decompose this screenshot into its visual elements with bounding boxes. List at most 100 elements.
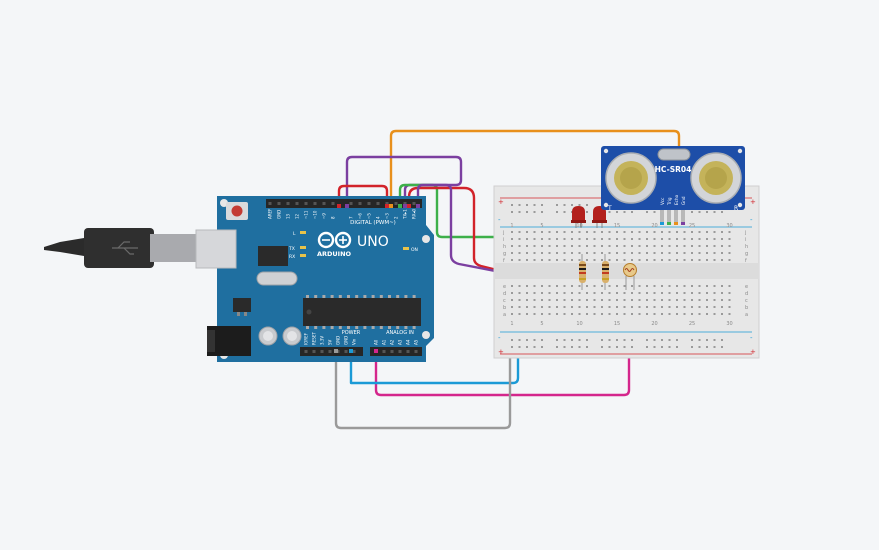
breadboard-hole[interactable]	[571, 259, 573, 261]
breadboard-hole[interactable]	[571, 245, 573, 247]
breadboard-hole[interactable]	[638, 313, 641, 315]
breadboard-hole[interactable]	[533, 292, 536, 294]
breadboard-hole[interactable]	[533, 313, 536, 315]
breadboard-hole[interactable]	[668, 245, 671, 247]
digital-pin-hole[interactable]	[286, 202, 290, 205]
breadboard-hole[interactable]	[683, 306, 686, 308]
breadboard-hole[interactable]	[676, 238, 678, 240]
breadboard-hole[interactable]	[706, 252, 708, 254]
breadboard-hole[interactable]	[668, 259, 671, 261]
breadboard-hole[interactable]	[601, 231, 603, 233]
breadboard-hole[interactable]	[578, 299, 581, 301]
breadboard-hole[interactable]	[706, 285, 708, 287]
rail-hole[interactable]	[721, 211, 723, 213]
breadboard-hole[interactable]	[578, 238, 581, 240]
breadboard-hole[interactable]	[653, 313, 656, 315]
rail-hole[interactable]	[578, 346, 581, 348]
rail-hole[interactable]	[646, 339, 648, 341]
breadboard-hole[interactable]	[571, 231, 573, 233]
breadboard-hole[interactable]	[653, 285, 656, 287]
analog-pin-hole[interactable]	[390, 350, 394, 353]
breadboard-hole[interactable]	[698, 259, 701, 261]
breadboard-hole[interactable]	[691, 252, 693, 254]
breadboard-hole[interactable]	[511, 231, 513, 233]
breadboard-hole[interactable]	[683, 259, 686, 261]
breadboard-hole[interactable]	[638, 299, 641, 301]
wire-red-top[interactable]	[337, 184, 389, 208]
breadboard-hole[interactable]	[638, 238, 641, 240]
rail-hole[interactable]	[518, 204, 521, 206]
breadboard-hole[interactable]	[586, 252, 588, 254]
breadboard-hole[interactable]	[638, 306, 641, 308]
analog-pin-hole[interactable]	[406, 350, 410, 353]
breadboard-hole[interactable]	[511, 313, 513, 315]
breadboard-hole[interactable]	[728, 238, 731, 240]
breadboard-hole[interactable]	[616, 245, 618, 247]
digital-pin-hole[interactable]	[322, 202, 326, 205]
breadboard-hole[interactable]	[571, 313, 573, 315]
breadboard-hole[interactable]	[616, 313, 618, 315]
digital-pin-hole[interactable]	[304, 202, 308, 205]
breadboard-hole[interactable]	[646, 231, 648, 233]
breadboard-hole[interactable]	[646, 252, 648, 254]
rail-hole[interactable]	[541, 204, 543, 206]
breadboard-hole[interactable]	[661, 231, 663, 233]
breadboard-hole[interactable]	[533, 299, 536, 301]
digital-pin-hole[interactable]	[358, 202, 362, 205]
breadboard-hole[interactable]	[623, 231, 626, 233]
rail-hole[interactable]	[571, 204, 573, 206]
rail-hole[interactable]	[511, 211, 513, 213]
digital-pin-hole[interactable]	[385, 202, 389, 205]
breadboard-hole[interactable]	[668, 231, 671, 233]
breadboard-hole[interactable]	[623, 252, 626, 254]
wire-blue-5v[interactable]	[349, 339, 520, 385]
breadboard-hole[interactable]	[683, 299, 686, 301]
breadboard-hole[interactable]	[631, 292, 633, 294]
breadboard-hole[interactable]	[608, 245, 611, 247]
breadboard-hole[interactable]	[563, 245, 566, 247]
analog-pin-hole[interactable]	[382, 350, 386, 353]
breadboard-hole[interactable]	[563, 259, 566, 261]
breadboard-hole[interactable]	[571, 238, 573, 240]
digital-pin-hole[interactable]	[403, 202, 407, 205]
breadboard-hole[interactable]	[631, 306, 633, 308]
digital-header[interactable]	[266, 199, 422, 208]
rail-hole[interactable]	[601, 339, 603, 341]
digital-pin-hole[interactable]	[268, 202, 272, 205]
breadboard-hole[interactable]	[668, 238, 671, 240]
breadboard-hole[interactable]	[533, 238, 536, 240]
rail-hole[interactable]	[571, 339, 573, 341]
breadboard-hole[interactable]	[713, 252, 716, 254]
breadboard-hole[interactable]	[593, 313, 596, 315]
rail-hole[interactable]	[713, 339, 716, 341]
breadboard-hole[interactable]	[653, 238, 656, 240]
rail-hole[interactable]	[653, 339, 656, 341]
breadboard-hole[interactable]	[706, 245, 708, 247]
breadboard-hole[interactable]	[631, 245, 633, 247]
breadboard-hole[interactable]	[541, 252, 543, 254]
breadboard-hole[interactable]	[593, 238, 596, 240]
breadboard-hole[interactable]	[601, 306, 603, 308]
rail-hole[interactable]	[698, 211, 701, 213]
breadboard-hole[interactable]	[631, 313, 633, 315]
breadboard-hole[interactable]	[511, 238, 513, 240]
photoresistor[interactable]	[623, 263, 637, 291]
breadboard-hole[interactable]	[683, 231, 686, 233]
breadboard-hole[interactable]	[691, 299, 693, 301]
breadboard-hole[interactable]	[571, 299, 573, 301]
breadboard-hole[interactable]	[661, 252, 663, 254]
power-pin-hole[interactable]	[328, 350, 332, 353]
wire-orange[interactable]	[389, 129, 681, 208]
breadboard-hole[interactable]	[706, 299, 708, 301]
breadboard-hole[interactable]	[616, 238, 618, 240]
breadboard-hole[interactable]	[548, 292, 551, 294]
breadboard-hole[interactable]	[601, 285, 603, 287]
digital-pin-hole[interactable]	[277, 202, 281, 205]
breadboard-hole[interactable]	[706, 306, 708, 308]
breadboard-hole[interactable]	[518, 259, 521, 261]
rail-hole[interactable]	[556, 204, 558, 206]
breadboard-hole[interactable]	[548, 285, 551, 287]
breadboard-hole[interactable]	[556, 306, 558, 308]
breadboard-hole[interactable]	[631, 299, 633, 301]
rail-hole[interactable]	[601, 346, 603, 348]
